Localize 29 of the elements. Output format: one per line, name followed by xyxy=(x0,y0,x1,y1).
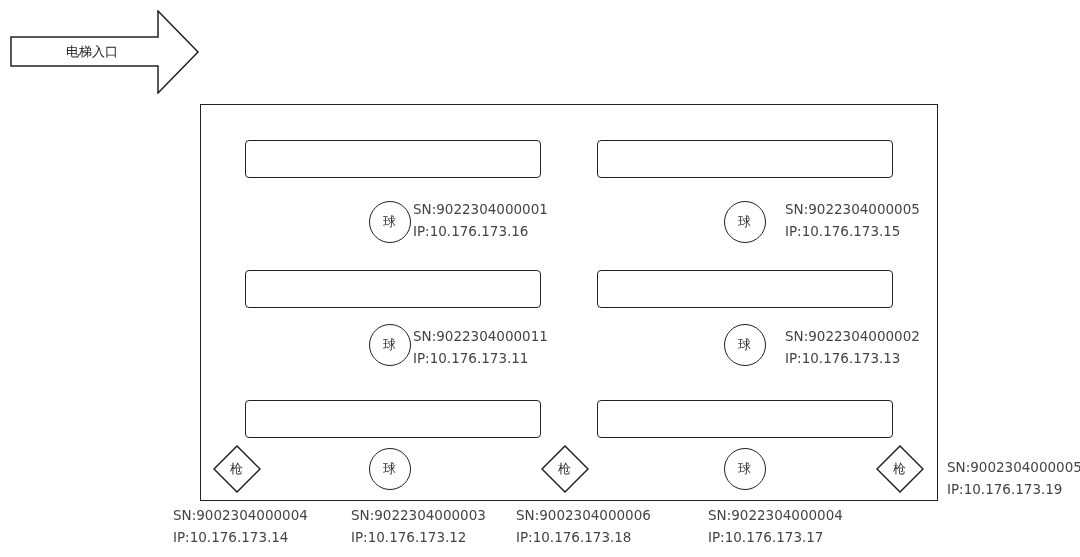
bullet-camera-diamond: 枪 xyxy=(212,444,261,493)
device-label: IP:10.176.173.14 xyxy=(173,529,289,545)
device-label: SN:9022304000004 xyxy=(708,507,843,523)
entrance-label: 电梯入口 xyxy=(66,43,118,61)
device-label: SN:9022304000001 xyxy=(413,201,548,217)
device-label: SN:9022304000002 xyxy=(785,328,920,344)
rounded-bar xyxy=(596,269,893,308)
rounded-bar xyxy=(244,269,541,308)
device-label: IP:10.176.173.12 xyxy=(351,529,467,545)
device-label: SN:9002304000005 xyxy=(947,459,1080,475)
device-label: IP:10.176.173.11 xyxy=(413,350,529,366)
device-label: IP:10.176.173.17 xyxy=(708,529,824,545)
device-label: IP:10.176.173.16 xyxy=(413,223,529,239)
device-label: IP:10.176.173.18 xyxy=(516,529,632,545)
device-label: SN:9022304000011 xyxy=(413,328,548,344)
rounded-bar xyxy=(596,399,893,438)
rounded-bar xyxy=(244,139,541,178)
device-label: IP:10.176.173.13 xyxy=(785,350,901,366)
device-label: SN:9022304000003 xyxy=(351,507,486,523)
rounded-bar xyxy=(244,399,541,438)
device-label: SN:9002304000006 xyxy=(516,507,651,523)
rounded-bar xyxy=(596,139,893,178)
room-outline xyxy=(200,104,938,501)
device-label: SN:9002304000004 xyxy=(173,507,308,523)
device-label: IP:10.176.173.15 xyxy=(785,223,901,239)
bullet-camera-diamond: 枪 xyxy=(540,444,589,493)
device-label: SN:9022304000005 xyxy=(785,201,920,217)
device-label: IP:10.176.173.19 xyxy=(947,481,1063,497)
bullet-camera-diamond: 枪 xyxy=(875,444,924,493)
